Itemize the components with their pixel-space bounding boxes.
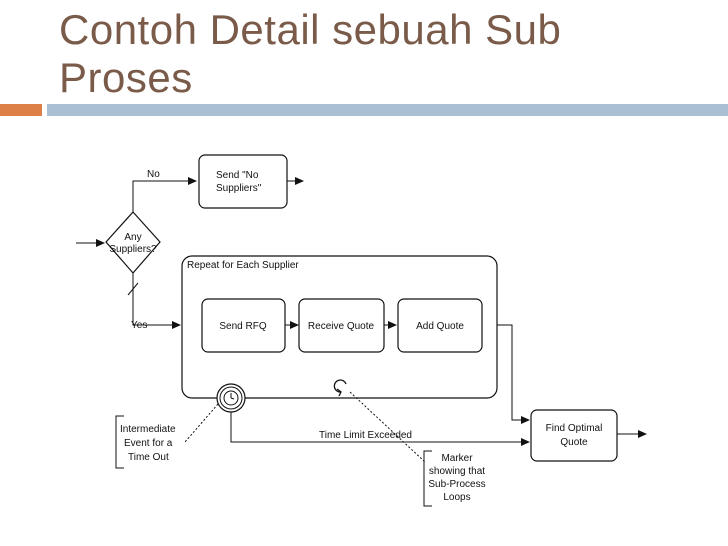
timer-event-icon	[216, 383, 246, 413]
annotation-loop-line-1: Marker	[441, 453, 473, 464]
title-rule	[47, 104, 728, 116]
annotation-intermediate-line-3: Time Out	[128, 452, 169, 463]
flow-no	[132, 177, 197, 212]
flow-label-yes: Yes	[131, 320, 147, 331]
subprocess-label: Repeat for Each Supplier	[187, 260, 299, 271]
slide-title-line-1: Contoh Detail sebuah Sub	[59, 6, 562, 53]
task-add-quote-label: Add Quote	[416, 321, 464, 332]
task-send-no-suppliers	[198, 154, 288, 209]
default-flow-marker	[127, 282, 139, 296]
annotation-loop-marker-bracket	[423, 450, 432, 507]
task-send-no-suppliers-line-1: Send "No	[216, 170, 259, 181]
task-receive-quote	[298, 298, 385, 353]
task-find-optimal-quote	[530, 409, 618, 462]
annotation-intermediate-line-1: Intermediate	[120, 424, 176, 435]
flow-subprocess-find	[497, 324, 530, 424]
task-find-optimal-quote-line-1: Find Optimal	[546, 423, 603, 434]
subprocess-repeat-each-supplier	[181, 255, 498, 399]
annotation-loop-line-2: showing that	[429, 466, 485, 477]
flow-yes	[132, 273, 181, 329]
task-find-optimal-quote-line-2: Quote	[560, 437, 588, 448]
task-add-quote	[397, 298, 483, 353]
task-send-no-suppliers-line-2: Suppliers"	[216, 183, 262, 194]
gateway-label-line-1: Any	[124, 232, 141, 243]
task-receive-quote-label: Receive Quote	[308, 321, 375, 332]
title-accent-bar	[0, 104, 42, 116]
annotation-intermediate-line-2: Event for a	[124, 438, 173, 449]
annotation-loop-line-4: Loops	[443, 492, 470, 503]
association-loop	[349, 391, 426, 463]
task-send-rfq	[201, 298, 286, 353]
slide-title-line-2: Proses	[59, 54, 193, 101]
flow-label-no: No	[147, 169, 160, 180]
task-send-rfq-label: Send RFQ	[219, 321, 266, 332]
annotation-loop-line-3: Sub-Process	[428, 479, 485, 490]
flow-timeout	[230, 412, 530, 446]
annotation-intermediate-event-bracket	[115, 415, 124, 469]
loop-marker-icon	[333, 379, 347, 397]
association-timer	[184, 403, 219, 443]
flow-label-time-limit: Time Limit Exceeded	[319, 430, 412, 441]
gateway-label-line-2: Suppliers?	[109, 244, 157, 255]
gateway-any-suppliers	[105, 211, 161, 274]
slide-title: Contoh Detail sebuah Sub Proses	[59, 6, 699, 102]
